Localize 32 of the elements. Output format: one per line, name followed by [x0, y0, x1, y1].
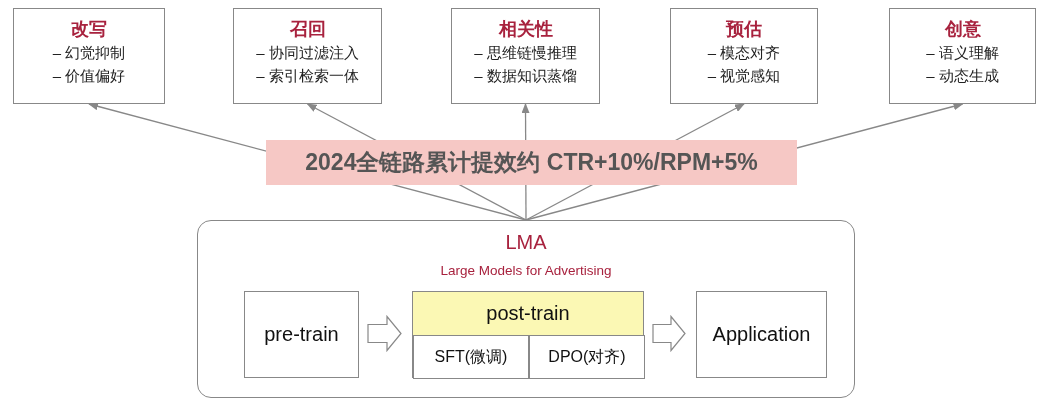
box-heading: 预估: [726, 18, 762, 41]
stage-box: Application: [696, 291, 827, 378]
box-heading: 召回: [289, 18, 326, 41]
method-cell: DPO(对齐): [529, 335, 645, 379]
box-heading: 创意: [944, 18, 981, 41]
task-box: [889, 8, 1036, 104]
panel-subtitle: Large Models for Advertising: [440, 263, 612, 278]
task-box: [13, 8, 165, 104]
bullet-text: – 动态生成: [926, 66, 999, 86]
block-arrow: [652, 314, 686, 353]
stage-box: pre-train: [244, 291, 359, 378]
bullet-text: – 语义理解: [926, 43, 999, 63]
task-box: [233, 8, 382, 104]
model-panel: [197, 220, 855, 398]
block-arrow: [367, 314, 402, 353]
method-cell: SFT(微调): [413, 335, 529, 379]
task-box: [670, 8, 818, 104]
panel-title: LMA: [505, 231, 547, 254]
bullet-text: – 幻觉抑制: [52, 43, 126, 63]
bullet-text: – 价值偏好: [52, 66, 126, 86]
bullet-text: – 数据知识蒸馏: [474, 66, 577, 86]
stage-heading: post-train: [486, 302, 570, 325]
highlight-banner: 2024全链路累计提效约 CTR+10%/RPM+5%: [266, 140, 797, 185]
stage-box: [412, 291, 644, 378]
bullet-text: – 模态对齐: [707, 43, 781, 63]
bullet-text: – 索引检索一体: [256, 66, 359, 86]
box-heading: 相关性: [498, 18, 553, 41]
bullet-text: – 思维链慢推理: [474, 43, 577, 63]
bullet-text: – 协同过滤注入: [256, 43, 359, 63]
bullet-text: – 视觉感知: [707, 66, 781, 86]
box-heading: 改写: [71, 18, 107, 41]
task-box: [451, 8, 600, 104]
